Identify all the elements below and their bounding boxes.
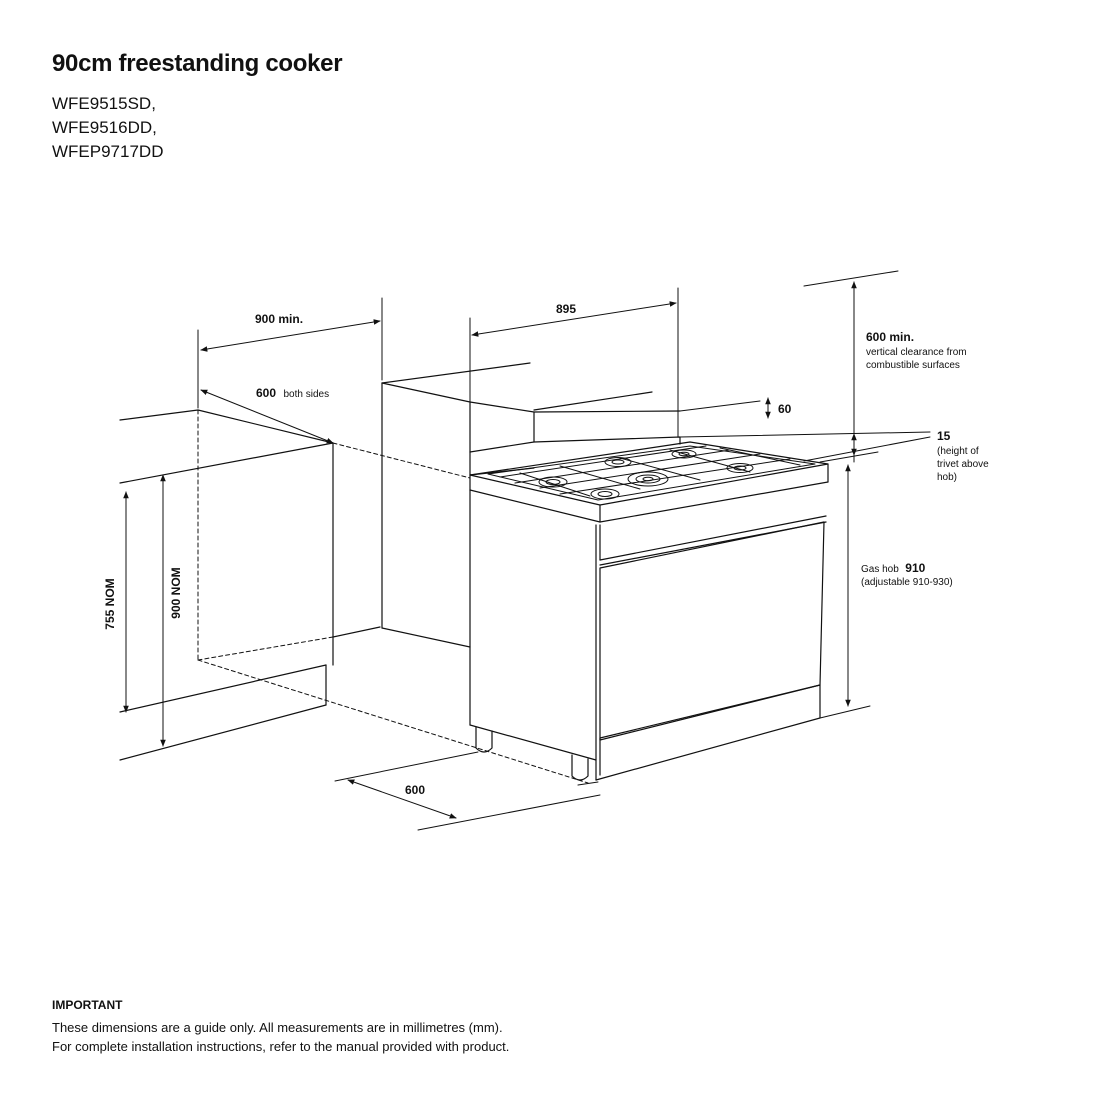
dimension-lines [123,281,857,831]
bench-height-label: 755 NOM [103,578,117,629]
page-title: 90cm freestanding cooker [52,50,343,77]
hob-trivets [487,445,816,501]
important-heading: IMPORTANT [52,998,123,1012]
depth-label: 600 [405,783,425,797]
splashback-height-label: 60 [778,402,792,416]
hidden-lines [197,409,589,784]
cooker-width-label: 895 [556,302,576,316]
overhead-clearance-note: vertical clearance from [866,347,967,358]
model-list: WFE9515SD, WFE9516DD, WFEP9717DD [52,92,163,164]
trivet-height-note: trivet above [937,459,989,470]
extension-lines [197,270,931,786]
model-number: WFE9515SD, [52,94,156,113]
note-line: These dimensions are a guide only. All m… [52,1020,503,1035]
trivet-height-note: (height of [937,446,979,457]
overhead-clearance-label: 600 min. [866,330,914,344]
side-gap-label: 600 both sides [256,384,329,401]
left-bench-cabinet [119,409,381,761]
overhead-clearance-note: combustible surfaces [866,360,960,371]
hob-height-label: Gas hob 910 [861,559,926,576]
dimension-labels: 900 min. 600 both sides 895 60 600 min. … [103,302,989,797]
trivet-height-note: hob) [937,472,957,483]
trivet-height-label: 15 [937,429,951,443]
clearance-width-label: 900 min. [255,312,303,326]
hob-height-note: (adjustable 910-930) [861,577,953,588]
bench-total-height-label: 900 NOM [169,567,183,618]
cooker-body [469,436,829,781]
model-number: WFE9516DD, [52,118,157,137]
model-number: WFEP9717DD [52,142,164,161]
note-line: For complete installation instructions, … [52,1039,510,1054]
important-note: IMPORTANT These dimensions are a guide o… [52,996,509,1056]
back-wall-block [381,362,681,648]
